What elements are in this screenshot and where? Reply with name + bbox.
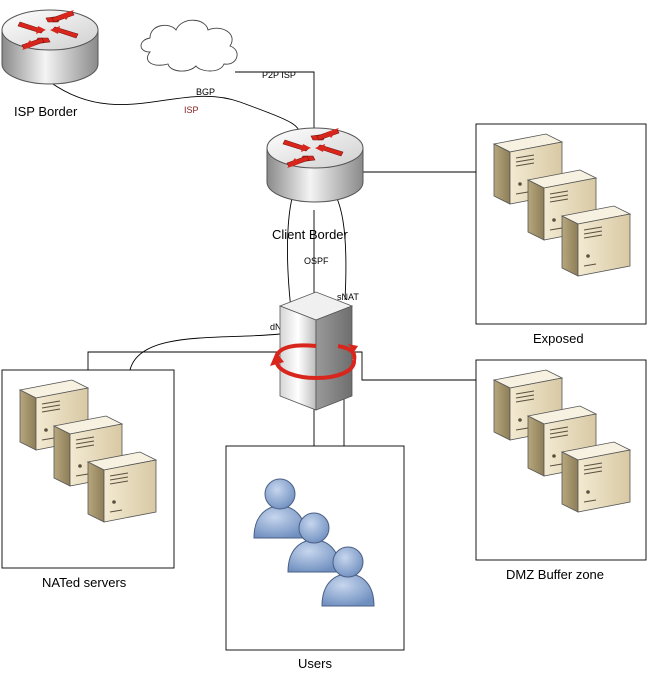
- server-icon: [561, 441, 631, 513]
- ospf-label: OSPF: [304, 256, 329, 266]
- dmz-zone[interactable]: DMZ Buffer zone: [475, 359, 647, 582]
- dnat-path-left: [129, 333, 281, 371]
- exposed-zone[interactable]: Exposed: [475, 123, 647, 346]
- isp-border-label: ISP Border: [14, 104, 78, 119]
- client-border-node[interactable]: Client Border: [266, 127, 364, 242]
- bgp-link: [49, 81, 301, 141]
- p2p-isp-label: P2P ISP: [262, 70, 296, 80]
- nated-link: [87, 351, 280, 370]
- nated-zone[interactable]: NATed servers: [1, 369, 175, 590]
- server-icon: [87, 451, 157, 523]
- firewall-node[interactable]: [270, 291, 358, 411]
- nated-label: NATed servers: [42, 575, 127, 590]
- server-icon: [561, 205, 631, 277]
- users-zone[interactable]: Users: [225, 445, 405, 671]
- dmz-label: DMZ Buffer zone: [506, 567, 604, 582]
- isp-border-node[interactable]: ISP Border: [1, 9, 99, 119]
- isp-router-icon: [1, 9, 99, 85]
- cloud-icon: [140, 19, 238, 72]
- exposed-label: Exposed: [533, 331, 584, 346]
- client-border-label: Client Border: [272, 227, 349, 242]
- p2p-isp-link: [235, 71, 315, 148]
- dmz-link: [350, 351, 476, 381]
- users-label: Users: [298, 656, 332, 671]
- snat-label: sNAT: [337, 292, 359, 302]
- bgp-label: BGP: [196, 87, 215, 97]
- firewall-icon: [270, 291, 358, 411]
- client-router-icon: [266, 127, 364, 203]
- isp-label: ISP: [184, 105, 199, 115]
